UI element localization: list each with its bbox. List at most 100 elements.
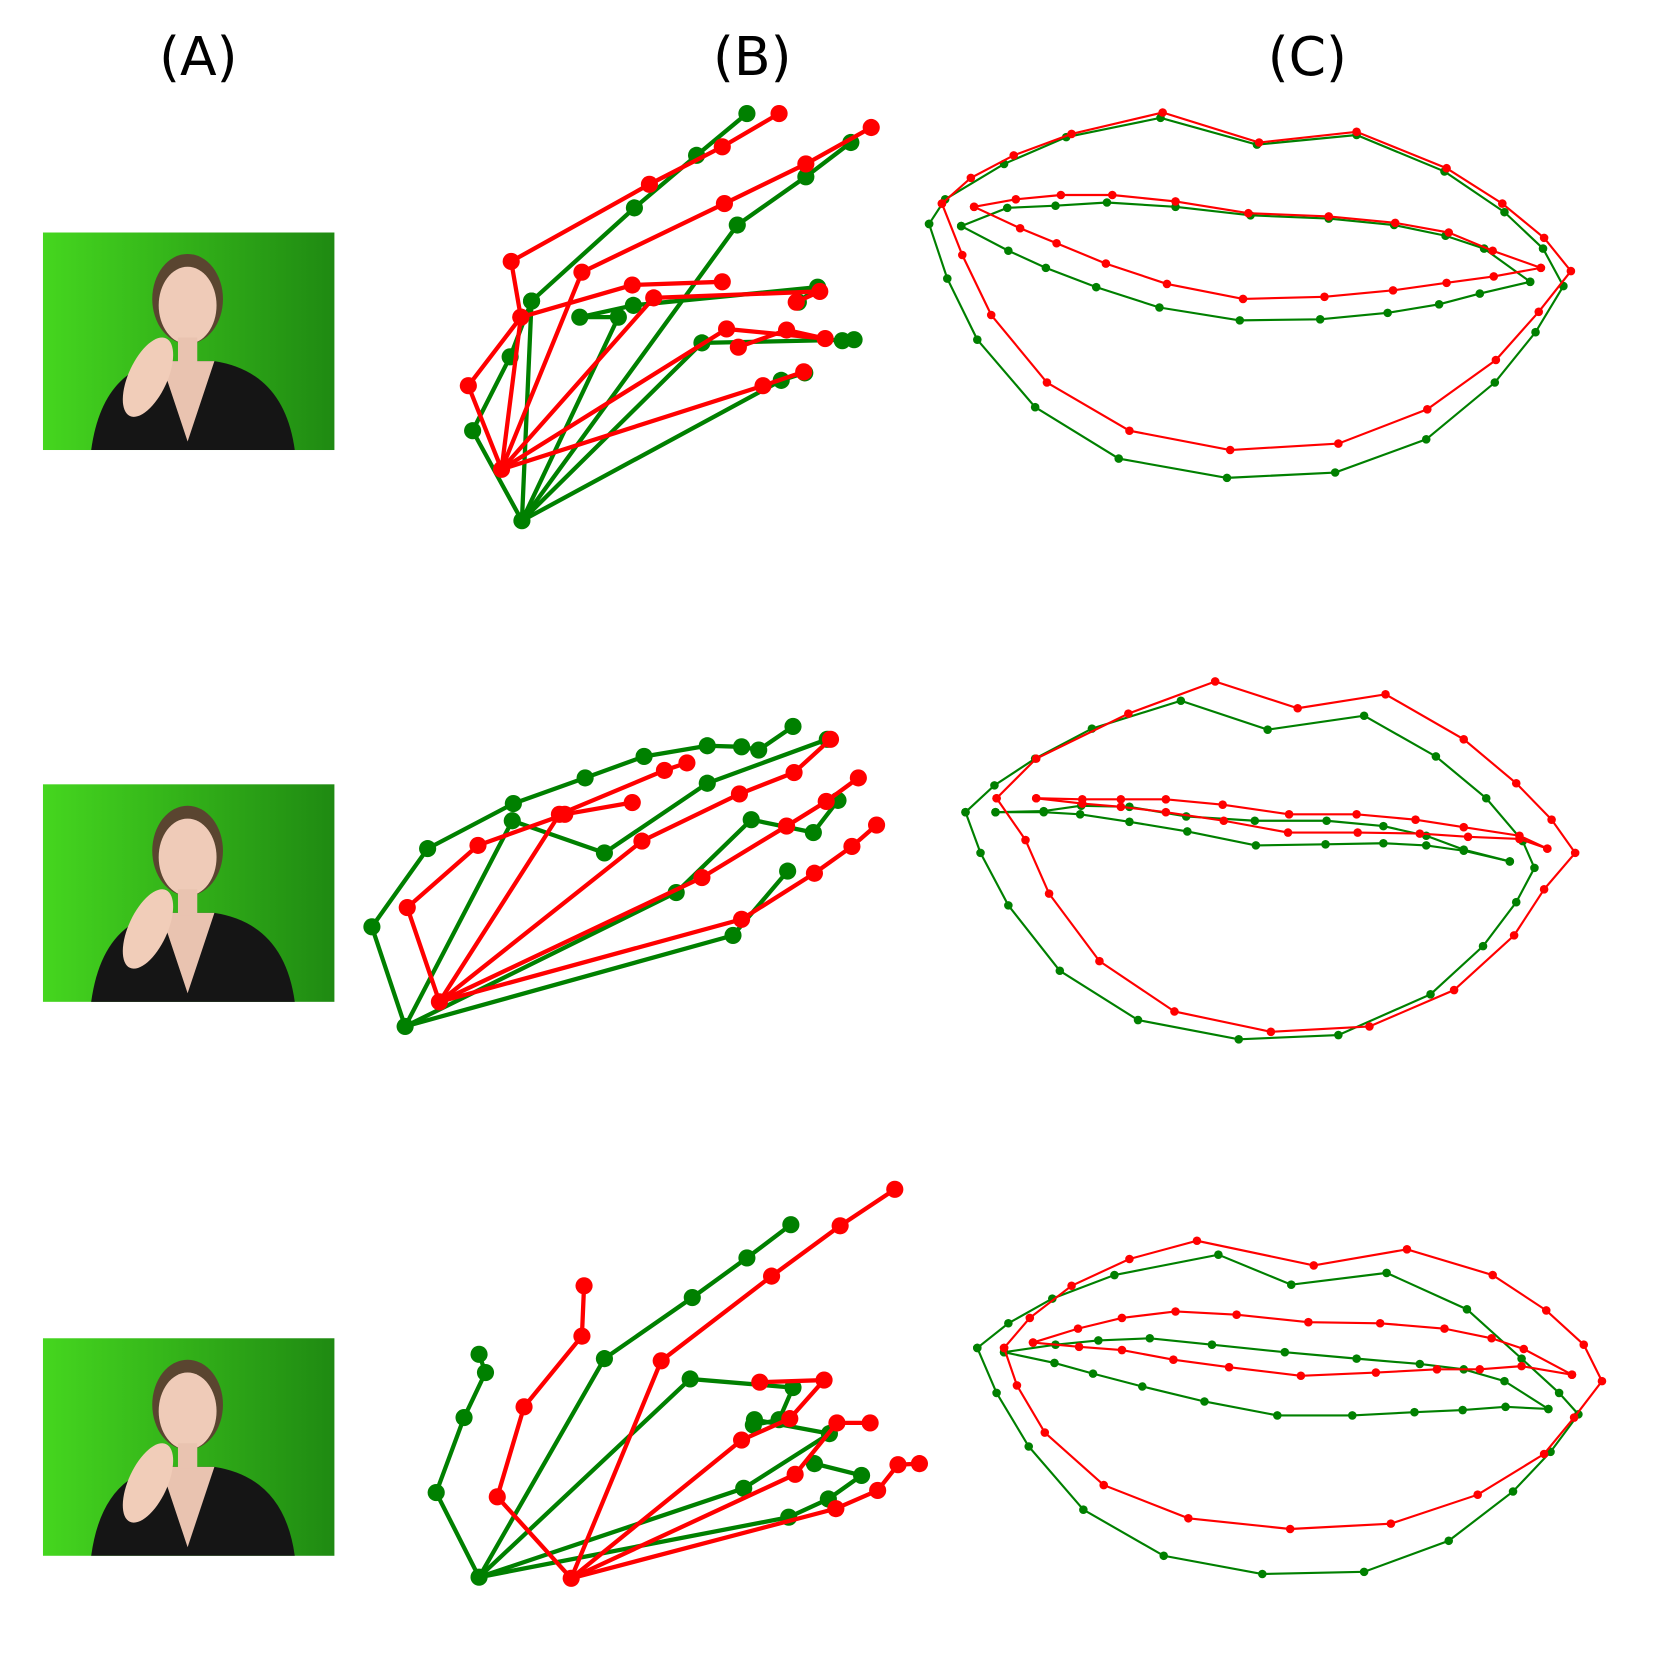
lip-keypoint <box>1258 1569 1267 1579</box>
hand-keypoint <box>805 864 823 882</box>
lip-keypoint <box>1415 829 1425 838</box>
finger-bone <box>433 1353 488 1579</box>
lip-keypoint <box>1541 1306 1551 1315</box>
lip-keypoint <box>1536 263 1546 273</box>
lip-keypoint <box>1004 901 1013 910</box>
finger-bone <box>570 1420 871 1581</box>
hand-keypoint <box>576 769 594 787</box>
lip-keypoint <box>1171 1307 1180 1316</box>
lip-keypoint <box>1250 816 1260 826</box>
lip-keypoint <box>1488 246 1497 256</box>
hand-keypoint <box>698 774 716 792</box>
hand-keypoint <box>713 138 731 156</box>
lip-keypoint <box>1315 315 1325 324</box>
lip-keypoint <box>1073 1324 1083 1333</box>
lip-keypoint <box>1383 308 1392 318</box>
lip-keypoint <box>1348 1411 1357 1420</box>
lip-keypoint <box>1055 966 1065 976</box>
lip-keypoint <box>1075 810 1085 819</box>
lip-keypoint <box>1511 778 1521 788</box>
lip-keypoint <box>1487 1333 1496 1343</box>
hand-keypoint <box>786 1465 804 1483</box>
hand-keypoint <box>762 1267 781 1285</box>
hand-keypoint <box>817 792 835 811</box>
lip-keypoint <box>1079 1505 1088 1514</box>
lip-keypoint <box>1184 1513 1193 1523</box>
lip-keypoint <box>1515 834 1524 844</box>
hand-keypoint <box>732 738 751 756</box>
hand-keypoint <box>886 1180 904 1198</box>
lip-keypoint <box>1421 435 1431 444</box>
signer-photo-2 <box>42 784 335 1002</box>
hand-keypoint <box>698 737 716 755</box>
hand-keypoint <box>779 862 797 880</box>
hand-keypoint <box>595 1350 613 1368</box>
lip-keypoint <box>961 807 970 817</box>
lip-keypoint <box>1388 286 1398 295</box>
lip-keypoint <box>1200 1397 1209 1406</box>
lip-keypoint <box>1207 1340 1217 1349</box>
lip-keypoint <box>1321 840 1330 849</box>
lip-keypoint <box>1488 1270 1497 1280</box>
lip-keypoint <box>1263 725 1272 734</box>
hand-keypoint <box>831 1217 849 1235</box>
lip-keypoint <box>1402 1245 1412 1254</box>
hand-keypoint <box>640 175 658 193</box>
lip-keypoint <box>1051 201 1060 211</box>
hand-keypoint <box>821 730 840 748</box>
hand-keypoint <box>504 795 522 813</box>
lip-keypoint <box>1210 677 1220 686</box>
hand-keypoint <box>476 1363 495 1382</box>
lip-keypoint <box>1534 307 1544 317</box>
hand-keypoint <box>515 1398 533 1416</box>
hand-keypoint <box>717 320 736 338</box>
lip-keypoint <box>1145 1333 1155 1343</box>
lip-keypoint <box>1028 1338 1038 1347</box>
lip-keypoint <box>1125 1254 1134 1264</box>
lip-keypoint <box>1421 841 1431 850</box>
inner-lower-lip-line <box>1036 797 1548 850</box>
lip-keypoint <box>1352 1354 1361 1363</box>
lip-keypoint <box>1155 303 1164 312</box>
lip-keypoint <box>1475 1365 1485 1374</box>
hand-keypoint <box>655 761 673 779</box>
lip-keypoint <box>1440 1324 1449 1333</box>
lip-keypoint <box>1117 1313 1127 1323</box>
predicted-hand-skeleton <box>363 717 847 1036</box>
lip-keypoint <box>1286 1280 1296 1289</box>
lip-keypoint <box>1500 207 1509 217</box>
finger-bone <box>369 724 795 1028</box>
inner-lower-lip-line <box>1032 1341 1573 1377</box>
hand-keypoint <box>652 1352 670 1370</box>
lip-keypoint <box>1169 1355 1178 1364</box>
hand-keypoint <box>683 1288 701 1307</box>
lip-keypoint <box>1579 1340 1589 1349</box>
finger-bone <box>465 111 781 471</box>
finger-bone <box>519 284 825 522</box>
panel-label-b: (B) <box>713 25 792 88</box>
lip-keypoint <box>1359 711 1369 721</box>
hand-keypoint <box>797 168 815 186</box>
lip-keypoint <box>1566 266 1576 276</box>
lip-keypoint <box>1078 799 1087 808</box>
lip-keypoint <box>1411 815 1420 824</box>
lip-keypoint <box>1280 1347 1290 1357</box>
lip-keypoint <box>1525 277 1535 287</box>
lip-keypoint <box>1352 127 1361 137</box>
finger-bone <box>494 1285 587 1580</box>
lip-keypoint <box>1067 1281 1076 1291</box>
hand-keypoint <box>730 785 748 803</box>
lip-keypoint <box>1539 885 1549 894</box>
lip-keypoint <box>1330 468 1340 477</box>
hand-keypoint <box>713 273 731 291</box>
lip-keypoint <box>1283 828 1293 837</box>
lip-keypoint <box>1039 807 1049 817</box>
lip-keypoint <box>1352 810 1361 819</box>
hand-keypoint <box>869 1481 887 1499</box>
lip-keypoint <box>1192 1236 1202 1246</box>
hand-keypoint <box>861 1414 879 1432</box>
reference-hand-skeleton <box>459 105 880 478</box>
hand-keypoint <box>625 199 643 217</box>
lip-keypoint <box>1161 807 1171 817</box>
